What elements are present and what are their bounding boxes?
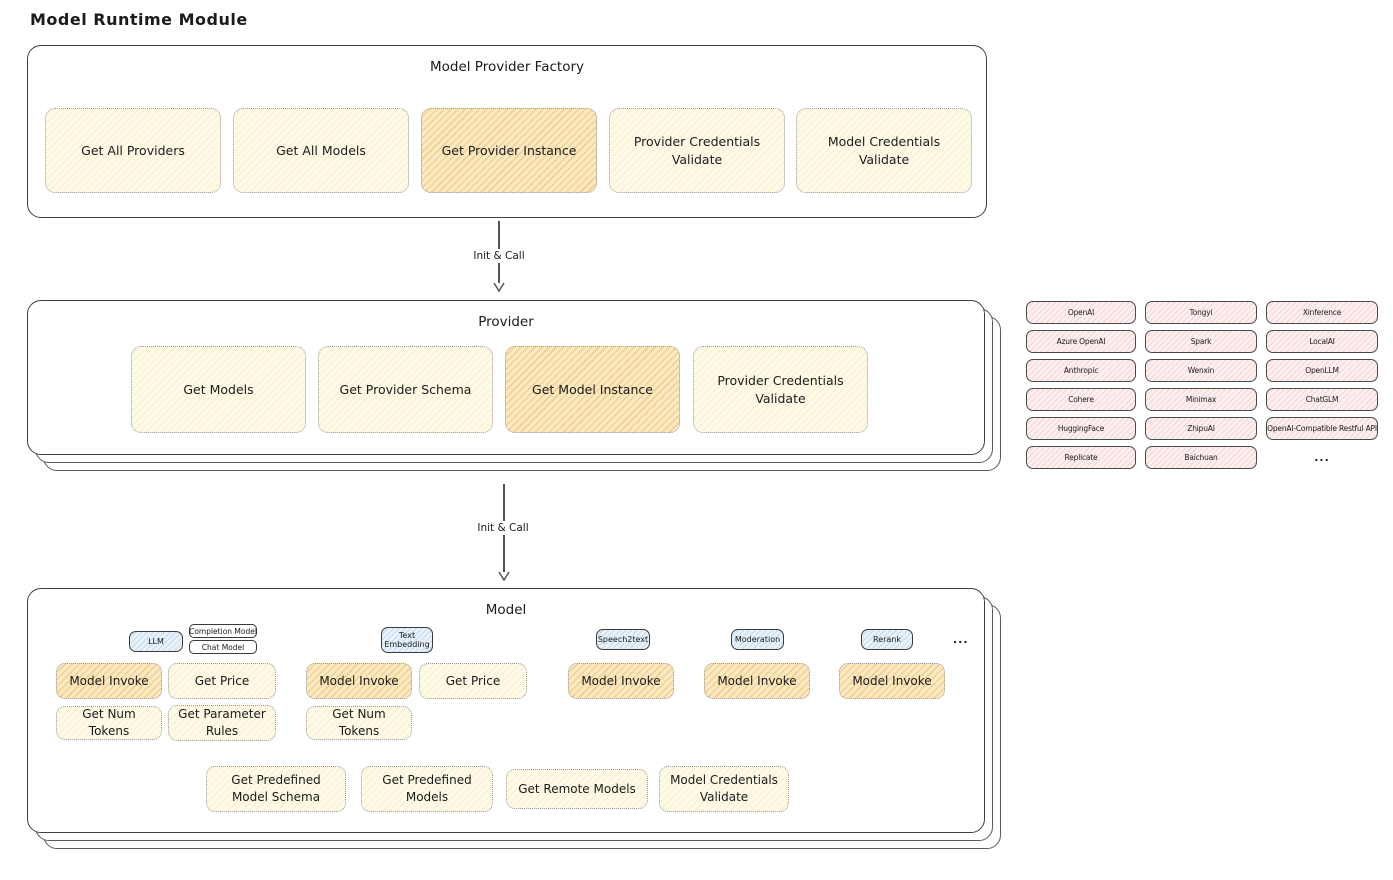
model-title: Model [485, 602, 527, 618]
arrow-down-icon [493, 282, 505, 292]
provider-box: Provider Get Models Get Provider Schema … [27, 300, 985, 455]
op-get-remote-models: Get Remote Models [506, 769, 648, 809]
tag-chat-model: Chat Model [189, 640, 257, 654]
provider-item: ZhipuAI [1145, 417, 1257, 440]
op-get-predefined-models: Get Predefined Models [361, 766, 493, 812]
provider-item: OpenAI-Compatible Restful API [1266, 417, 1378, 440]
op-provider-credentials-validate-2: Provider Credentials Validate [693, 346, 868, 433]
op-get-all-models: Get All Models [233, 108, 409, 193]
tag-llm: LLM [129, 631, 183, 652]
provider-item: Minimax [1145, 388, 1257, 411]
provider-item: Wenxin [1145, 359, 1257, 382]
model-box: Model LLM Completion Model Chat Model Te… [27, 588, 985, 833]
factory-section: Model Provider Factory Get All Providers… [27, 45, 987, 218]
provider-item: Xinference [1266, 301, 1378, 324]
op-embedding-model-invoke: Model Invoke [306, 663, 412, 699]
provider-item: OpenAI [1026, 301, 1136, 324]
op-rerank-model-invoke: Model Invoke [839, 663, 945, 699]
model-types-more: ... [953, 633, 969, 646]
page-title: Model Runtime Module [30, 10, 248, 29]
op-llm-get-parameter-rules: Get Parameter Rules [168, 705, 276, 741]
op-get-model-instance: Get Model Instance [505, 346, 680, 433]
provider-list: OpenAI Tongyi Xinference Azure OpenAI Sp… [1026, 301, 1378, 469]
tag-completion-model: Completion Model [189, 624, 257, 638]
op-get-models: Get Models [131, 346, 306, 433]
tag-rerank: Rerank [861, 629, 913, 650]
arrow-down-icon [498, 571, 510, 581]
tag-text-embedding: Text Embedding [381, 627, 433, 653]
tag-moderation: Moderation [731, 629, 784, 650]
provider-item: ChatGLM [1266, 388, 1378, 411]
factory-box: Model Provider Factory Get All Providers… [27, 45, 987, 218]
provider-item: Spark [1145, 330, 1257, 353]
provider-title: Provider [478, 314, 534, 330]
provider-item: Replicate [1026, 446, 1136, 469]
provider-list-more: ... [1314, 451, 1330, 464]
provider-item: Tongyi [1145, 301, 1257, 324]
provider-section: Provider Get Models Get Provider Schema … [27, 300, 1001, 471]
provider-item: Baichuan [1145, 446, 1257, 469]
provider-item: Azure OpenAI [1026, 330, 1136, 353]
op-llm-get-price: Get Price [168, 663, 276, 699]
init-call-label-2: Init & Call [471, 521, 535, 535]
provider-item: LocalAI [1266, 330, 1378, 353]
op-get-predefined-model-schema: Get Predefined Model Schema [206, 766, 346, 812]
op-embedding-get-price: Get Price [419, 663, 527, 699]
op-provider-credentials-validate: Provider Credentials Validate [609, 108, 785, 193]
factory-title: Model Provider Factory [429, 59, 584, 75]
op-model-credentials-validate-2: Model Credentials Validate [659, 766, 789, 812]
op-llm-get-num-tokens: Get Num Tokens [56, 706, 162, 740]
model-section: Model LLM Completion Model Chat Model Te… [27, 588, 1001, 849]
provider-item: HuggingFace [1026, 417, 1136, 440]
provider-item: Cohere [1026, 388, 1136, 411]
op-model-credentials-validate: Model Credentials Validate [796, 108, 972, 193]
op-get-provider-schema: Get Provider Schema [318, 346, 493, 433]
op-get-all-providers: Get All Providers [45, 108, 221, 193]
init-call-label-1: Init & Call [467, 249, 531, 263]
op-speech2text-model-invoke: Model Invoke [568, 663, 674, 699]
op-embedding-get-num-tokens: Get Num Tokens [306, 706, 412, 740]
op-llm-model-invoke: Model Invoke [56, 663, 162, 699]
provider-item: Anthropic [1026, 359, 1136, 382]
provider-item: OpenLLM [1266, 359, 1378, 382]
tag-speech2text: Speech2text [596, 629, 650, 650]
op-get-provider-instance: Get Provider Instance [421, 108, 597, 193]
op-moderation-model-invoke: Model Invoke [704, 663, 810, 699]
